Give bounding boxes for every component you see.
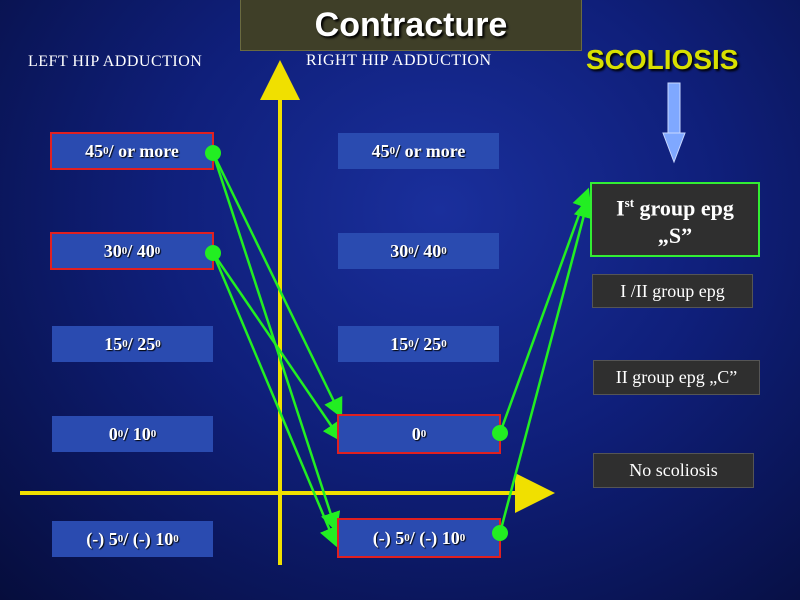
dot-right-0 [492,425,508,441]
dot-right-minus5 [492,525,508,541]
connector-30-to-0 [211,252,343,443]
no-scoliosis-box: No scoliosis [593,453,754,488]
connector-30-to-minus5 [211,252,339,548]
dot-left-45 [205,145,221,161]
scoliosis-down-arrow [662,82,686,164]
group-2-c-box: II group epg „C” [593,360,760,395]
right-hip-header: RIGHT HIP ADDUCTION [306,52,492,69]
connector-0-to-group-s [498,187,592,434]
title-bar: Contracture [240,0,582,51]
connector-minus5-to-group-s [498,197,594,534]
group-s-line1: Ist group epg [616,194,734,221]
page-title: Contracture [314,5,508,44]
dot-left-30 [205,245,221,261]
group-s-box: Ist group epg „S” [590,182,760,257]
group-1-2-box: I /II group epg [592,274,753,308]
connector-45-to-0 [211,152,343,419]
scoliosis-header: SCOLIOSIS [586,44,739,75]
left-hip-header: LEFT HIP ADDUCTION [28,53,203,70]
group-s-line2: „S” [657,223,693,249]
